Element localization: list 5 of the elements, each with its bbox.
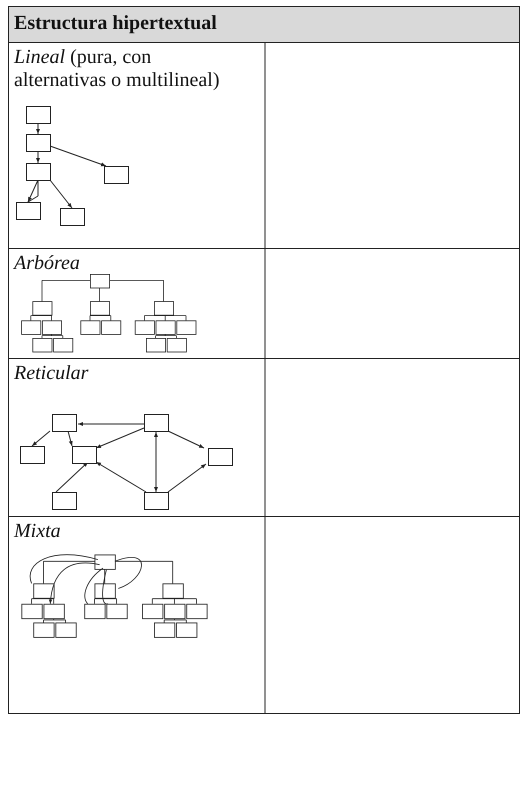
row-label: Reticular [14, 362, 90, 385]
table-header: Estructura hipertextual [14, 12, 218, 35]
row-label: Mixta [14, 520, 62, 543]
row-label: Arbórea [14, 252, 81, 275]
row-label: Lineal (pura, con alternativas o multilineal) [14, 46, 220, 92]
